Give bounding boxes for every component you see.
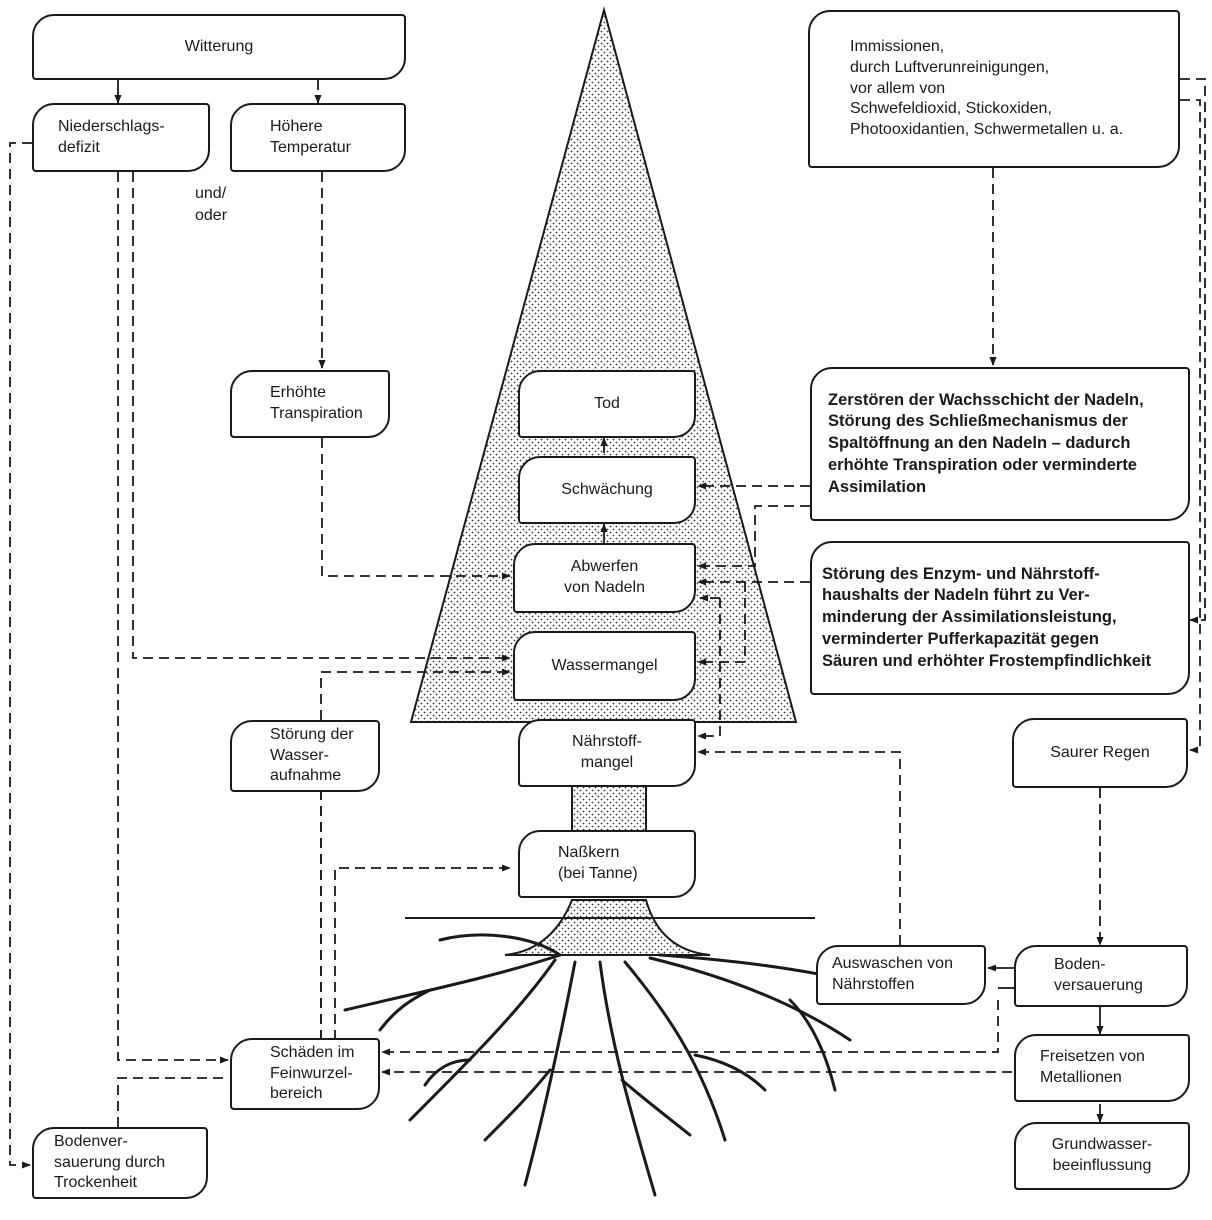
tree-roots — [343, 933, 872, 1197]
node-saurer-regen: Saurer Regen — [1012, 718, 1188, 788]
node-schaeden-feinwurzel-label: Schäden im Feinwurzel- bereich — [270, 1043, 355, 1103]
node-erhoehte-transpiration: Erhöhte Transpiration — [230, 370, 390, 438]
node-bodenversauerung: Boden- versauerung — [1014, 945, 1188, 1007]
node-grundwasser: Grundwasser- beeinflussung — [1014, 1122, 1190, 1190]
node-abwerfen-von-nadeln-label: Abwerfen von Nadeln — [564, 558, 645, 596]
node-stoerung-enzym-label: Störung des Enzym- und Nährstoff- hausha… — [822, 564, 1152, 670]
node-niederschlagsdefizit: Niederschlags- defizit — [32, 103, 210, 172]
node-hoehere-temperatur: Höhere Temperatur — [230, 103, 406, 172]
node-naehrstoffmangel-label: Nährstoff- mangel — [572, 733, 642, 771]
node-zerstoeren-wachsschicht-label: Zerstören der Wachsschicht der Nadeln, S… — [828, 390, 1144, 496]
node-bodenversauerung-trockenheit-label: Bodenver- sauerung durch Trockenheit — [54, 1132, 166, 1192]
node-schwaechung: Schwächung — [518, 456, 696, 524]
node-immissionen: Immissionen, durch Luftverunreinigungen,… — [808, 10, 1180, 168]
node-witterung-label: Witterung — [184, 37, 254, 55]
node-auswaschen-naehrstoffe: Auswaschen von Nährstoffen — [816, 945, 986, 1005]
node-bodenversauerung-label: Boden- versauerung — [1054, 956, 1143, 994]
node-erhoehte-transpiration-label: Erhöhte Transpiration — [270, 384, 363, 422]
node-auswaschen-naehrstoffe-label: Auswaschen von Nährstoffen — [832, 955, 953, 993]
node-nasskern: Naßkern (bei Tanne) — [518, 830, 696, 898]
node-naehrstoffmangel: Nährstoff- mangel — [518, 719, 696, 787]
tree-root-base — [504, 899, 711, 956]
node-freisetzen-metallionen: Freisetzen von Metallionen — [1014, 1034, 1190, 1102]
tree-crown — [409, 6, 798, 723]
connectors — [9, 78, 1206, 1169]
node-witterung: Witterung — [32, 14, 406, 80]
node-stoerung-enzym: Störung des Enzym- und Nährstoff- hausha… — [810, 541, 1190, 695]
node-wassermangel: Wassermangel — [513, 631, 696, 701]
node-schaeden-feinwurzel: Schäden im Feinwurzel- bereich — [230, 1038, 380, 1110]
node-zerstoeren-wachsschicht: Zerstören der Wachsschicht der Nadeln, S… — [810, 367, 1190, 521]
solid-arrows — [600, 437, 1104, 1123]
node-stoerung-wasseraufnahme-label: Störung der Wasser- aufnahme — [270, 725, 354, 785]
node-niederschlagsdefizit-label: Niederschlags- defizit — [58, 117, 165, 156]
node-stoerung-wasseraufnahme: Störung der Wasser- aufnahme — [230, 720, 380, 792]
node-tod: Tod — [518, 370, 696, 438]
node-schwaechung-label: Schwächung — [561, 480, 653, 498]
node-abwerfen-von-nadeln: Abwerfen von Nadeln — [513, 543, 696, 613]
node-freisetzen-metallionen-label: Freisetzen von Metallionen — [1040, 1048, 1145, 1086]
label-und-oder: und/ oder — [195, 185, 228, 224]
node-bodenversauerung-trockenheit: Bodenver- sauerung durch Trockenheit — [32, 1127, 208, 1199]
node-hoehere-temperatur-label: Höhere Temperatur — [270, 117, 351, 156]
node-immissionen-label: Immissionen, durch Luftverunreinigungen,… — [850, 38, 1124, 139]
node-grundwasser-label: Grundwasser- beeinflussung — [1051, 1136, 1153, 1174]
node-saurer-regen-label: Saurer Regen — [1050, 743, 1150, 761]
node-wassermangel-label: Wassermangel — [551, 656, 658, 674]
node-tod-label: Tod — [594, 394, 620, 412]
node-nasskern-label: Naßkern (bei Tanne) — [558, 844, 638, 882]
